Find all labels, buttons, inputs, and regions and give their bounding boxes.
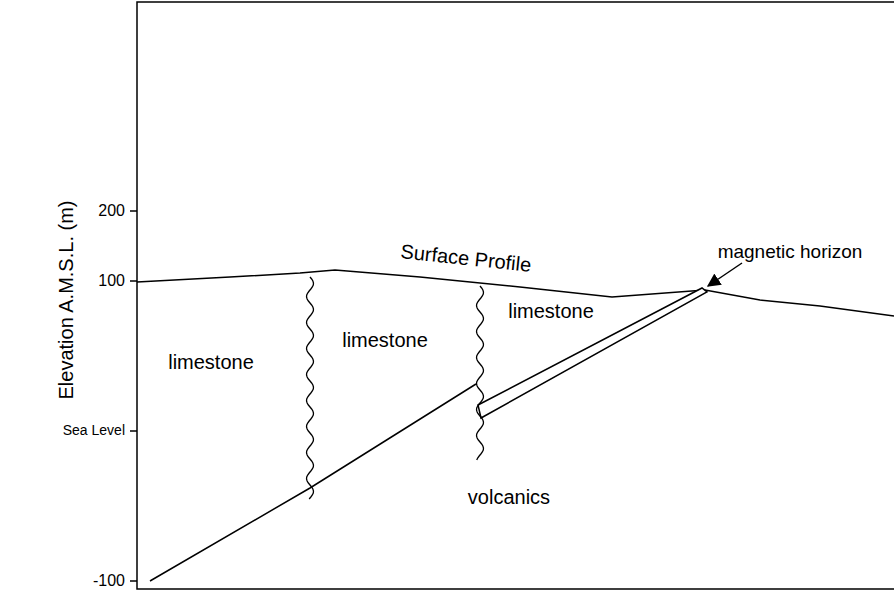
callout-label: magnetic horizon	[718, 242, 863, 263]
plot-frame	[137, 2, 894, 589]
rock-unit-label: volcanics	[468, 486, 550, 508]
tick-label: -100	[93, 572, 125, 590]
axis-title: Elevation A.M.S.L. (m)	[55, 201, 77, 400]
tick-label: Sea Level	[63, 423, 125, 438]
wavy-contact	[477, 286, 484, 460]
wavy-contacts	[307, 277, 484, 499]
axis-ticks	[130, 211, 137, 581]
rock-unit-label: limestone	[342, 329, 428, 351]
tick-label: 100	[98, 272, 125, 290]
rock-unit-label: limestone	[508, 300, 594, 322]
rock-unit-label: limestone	[168, 351, 254, 373]
leader-arrow	[708, 263, 742, 286]
profile-label: Surface Profile	[400, 240, 533, 276]
tick-label: 200	[98, 202, 125, 220]
magnetic-horizon-bed	[478, 288, 707, 418]
wavy-contact	[307, 277, 314, 499]
